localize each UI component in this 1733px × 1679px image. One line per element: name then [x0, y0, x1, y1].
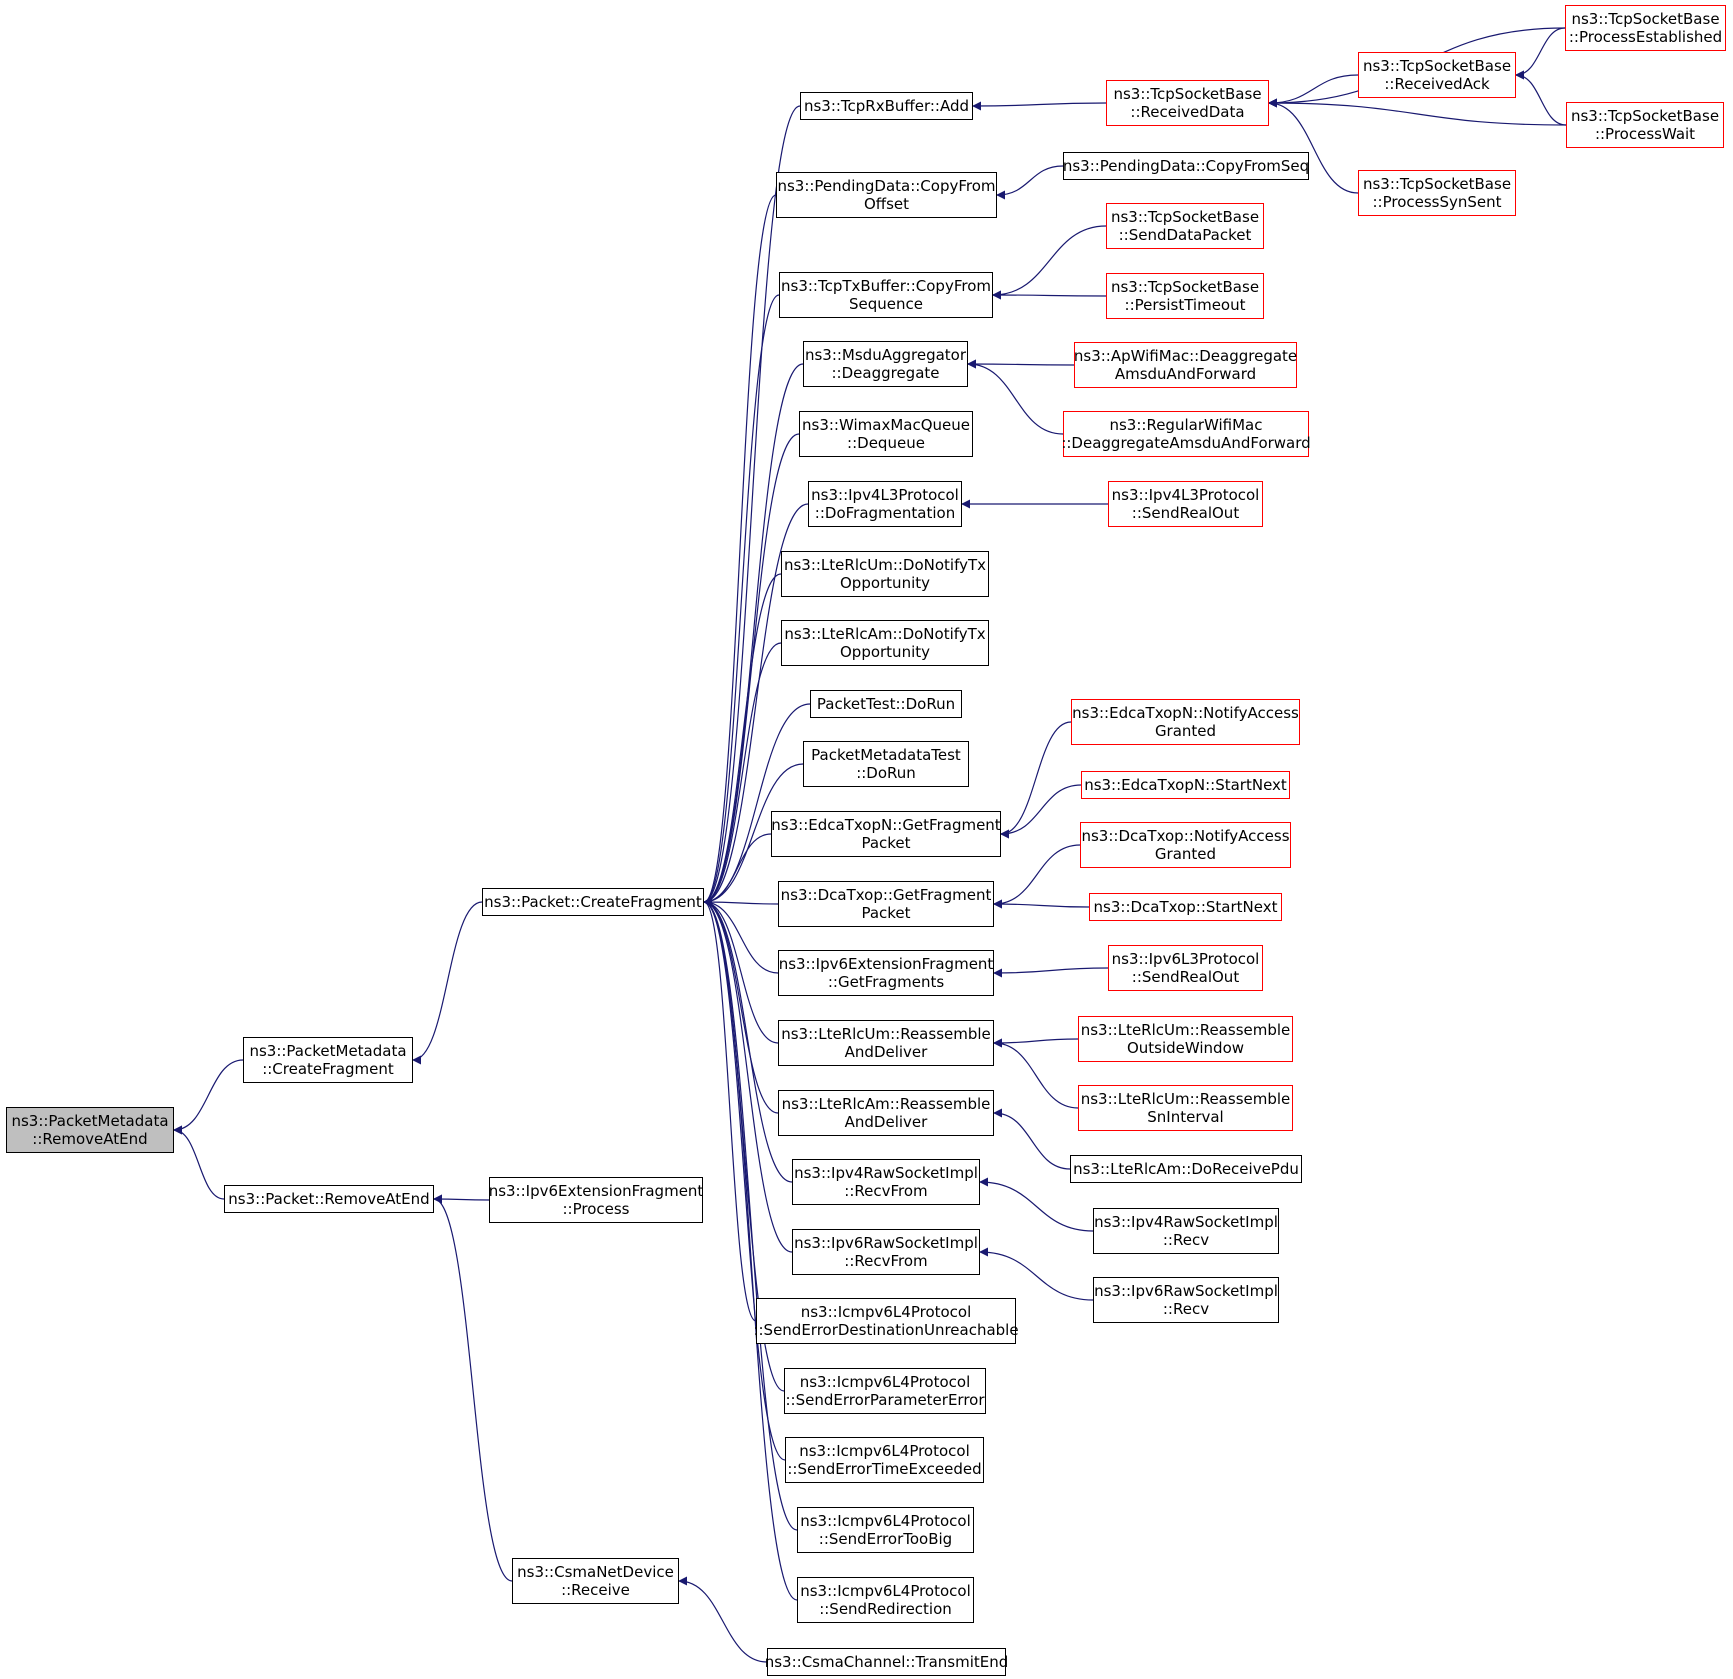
edge-ns3-apwifimac-deaggregate-amsduandforward-to-ns3-msduaggregator-deaggregate [967, 359, 1075, 369]
edge-ns3-icmpv6l4protocol-senderrordestinationunreachable-to-ns3-packet-createfragment [703, 897, 757, 1322]
node-ns3-lterlcam-doreceivepdu[interactable]: ns3::LteRlcAm::DoReceivePdu [1070, 1155, 1302, 1183]
edge-ns3-tcprxbuffer-add-to-ns3-packet-createfragment [703, 105, 801, 907]
edge-ns3-dcatxop-getfragment-packet-to-ns3-packet-createfragment [703, 897, 779, 907]
node-ns3-icmpv6l4protocol-senderrorparametererror[interactable]: ns3::Icmpv6L4Protocol ::SendErrorParamet… [784, 1368, 986, 1414]
node-ns3-lterlcam-reassemble-anddeliver[interactable]: ns3::LteRlcAm::Reassemble AndDeliver [778, 1090, 994, 1136]
edge-ns3-packet-createfragment-to-ns3-packetmetadata-createfragment [412, 901, 483, 1065]
edge-ns3-csmachannel-transmitend-to-ns3-csmanetdevice-receive [678, 1576, 768, 1663]
node-ns3-wimaxmacqueue-dequeue[interactable]: ns3::WimaxMacQueue ::Dequeue [799, 411, 973, 457]
edge-ns3-dcatxop-notifyaccess-granted-to-ns3-dcatxop-getfragment-packet [993, 844, 1081, 909]
node-ns3-regularwifimac-deaggregateamsduandforward[interactable]: ns3::RegularWifiMac ::DeaggregateAmsduAn… [1061, 411, 1311, 457]
node-ns3-icmpv6l4protocol-sendredirection[interactable]: ns3::Icmpv6L4Protocol ::SendRedirection [797, 1577, 974, 1623]
edge-ns3-lterlcum-reassemble-outsidewindow-to-ns3-lterlcum-reassemble-anddeliver [993, 1038, 1079, 1048]
edge-ns3-packet-removeatend-to-ns3-packetmetadata-removeatend [173, 1125, 225, 1200]
node-ns3-dcatxop-getfragment-packet[interactable]: ns3::DcaTxop::GetFragment Packet [778, 881, 994, 927]
node-ns3-lterlcum-donotifytx-opportunity[interactable]: ns3::LteRlcUm::DoNotifyTx Opportunity [781, 551, 989, 597]
edge-ns3-edcatxopn-getfragment-packet-to-ns3-packet-createfragment [703, 833, 772, 907]
node-ns3-ipv4rawsocketimpl-recv[interactable]: ns3::Ipv4RawSocketImpl ::Recv [1093, 1208, 1279, 1254]
node-ns3-dcatxop-startnext[interactable]: ns3::DcaTxop::StartNext [1089, 893, 1282, 921]
node-ns3-packet-createfragment[interactable]: ns3::Packet::CreateFragment [482, 888, 704, 916]
edge-ns3-icmpv6l4protocol-sendredirection-to-ns3-packet-createfragment [703, 897, 798, 1601]
edge-ns3-tcpsocketbase-processwait-to-ns3-tcpsocketbase-receivedack [1515, 70, 1567, 126]
node-ns3-ipv6extensionfragment-process[interactable]: ns3::Ipv6ExtensionFragment ::Process [489, 1177, 703, 1223]
node-ns3-lterlcam-donotifytx-opportunity[interactable]: ns3::LteRlcAm::DoNotifyTx Opportunity [781, 620, 989, 666]
edge-ns3-tcpsocketbase-persisttimeout-to-ns3-tcptxbuffer-copyfrom-sequence [992, 290, 1107, 300]
node-ns3-lterlcum-reassemble-sninterval[interactable]: ns3::LteRlcUm::Reassemble SnInterval [1078, 1085, 1293, 1131]
edge-ns3-tcpsocketbase-senddatapacket-to-ns3-tcptxbuffer-copyfrom-sequence [992, 225, 1107, 300]
edge-ns3-pendingdata-copyfromseq-to-ns3-pendingdata-copyfrom-offset [996, 165, 1064, 200]
node-ns3-ipv4l3protocol-dofragmentation[interactable]: ns3::Ipv4L3Protocol ::DoFragmentation [808, 481, 962, 527]
node-ns3-tcpsocketbase-receiveddata[interactable]: ns3::TcpSocketBase ::ReceivedData [1106, 80, 1269, 126]
edge-ns3-ipv4rawsocketimpl-recvfrom-to-ns3-packet-createfragment [703, 897, 793, 1183]
edge-ns3-ipv6l3protocol-sendrealout-to-ns3-ipv6extensionfragment-getfragments [993, 967, 1109, 978]
node-ns3-ipv6rawsocketimpl-recvfrom[interactable]: ns3::Ipv6RawSocketImpl ::RecvFrom [792, 1229, 980, 1275]
node-ns3-ipv6l3protocol-sendrealout[interactable]: ns3::Ipv6L3Protocol ::SendRealOut [1108, 945, 1263, 991]
node-ns3-pendingdata-copyfrom-offset[interactable]: ns3::PendingData::CopyFrom Offset [776, 172, 997, 218]
edge-ns3-lterlcum-reassemble-anddeliver-to-ns3-packet-createfragment [703, 897, 779, 1044]
node-ns3-csmachannel-transmitend[interactable]: ns3::CsmaChannel::TransmitEnd [765, 1648, 1008, 1676]
node-ns3-lterlcum-reassemble-anddeliver[interactable]: ns3::LteRlcUm::Reassemble AndDeliver [778, 1020, 994, 1066]
edge-ns3-lterlcum-reassemble-sninterval-to-ns3-lterlcum-reassemble-anddeliver [993, 1038, 1079, 1109]
node-ns3-packetmetadata-createfragment[interactable]: ns3::PacketMetadata ::CreateFragment [243, 1037, 413, 1083]
edge-ns3-tcpsocketbase-processwait-to-ns3-tcpsocketbase-receiveddata [1268, 98, 1567, 126]
edge-ns3-csmanetdevice-receive-to-ns3-packet-removeatend [433, 1194, 513, 1582]
edge-ns3-lterlcam-donotifytx-opportunity-to-ns3-packet-createfragment [703, 642, 782, 907]
node-ns3-lterlcum-reassemble-outsidewindow[interactable]: ns3::LteRlcUm::Reassemble OutsideWindow [1078, 1016, 1293, 1062]
node-ns3-pendingdata-copyfromseq[interactable]: ns3::PendingData::CopyFromSeq [1063, 152, 1309, 180]
node-ns3-icmpv6l4protocol-senderrortoobig[interactable]: ns3::Icmpv6L4Protocol ::SendErrorTooBig [797, 1507, 974, 1553]
edge-ns3-ipv4rawsocketimpl-recv-to-ns3-ipv4rawsocketimpl-recvfrom [979, 1177, 1094, 1232]
node-ns3-tcpsocketbase-receivedack[interactable]: ns3::TcpSocketBase ::ReceivedAck [1358, 52, 1516, 98]
edge-ns3-icmpv6l4protocol-senderrortimeexceeded-to-ns3-packet-createfragment [703, 897, 786, 1461]
node-ns3-tcprxbuffer-add[interactable]: ns3::TcpRxBuffer::Add [800, 92, 973, 120]
node-ns3-csmanetdevice-receive[interactable]: ns3::CsmaNetDevice ::Receive [512, 1558, 679, 1604]
edge-packetmetadatatest-dorun-to-ns3-packet-createfragment [703, 763, 804, 907]
edge-ns3-lterlcam-doreceivepdu-to-ns3-lterlcam-reassemble-anddeliver [993, 1108, 1071, 1170]
node-ns3-edcatxopn-getfragment-packet[interactable]: ns3::EdcaTxopN::GetFragment Packet [771, 811, 1001, 857]
node-ns3-ipv6extensionfragment-getfragments[interactable]: ns3::Ipv6ExtensionFragment ::GetFragment… [778, 950, 994, 996]
edge-ns3-tcpsocketbase-receiveddata-to-ns3-tcprxbuffer-add [972, 101, 1107, 111]
node-ns3-apwifimac-deaggregate-amsduandforward[interactable]: ns3::ApWifiMac::Deaggregate AmsduAndForw… [1074, 342, 1297, 388]
node-packetmetadatatest-dorun[interactable]: PacketMetadataTest ::DoRun [803, 741, 969, 787]
node-ns3-icmpv6l4protocol-senderrortimeexceeded[interactable]: ns3::Icmpv6L4Protocol ::SendErrorTimeExc… [785, 1437, 984, 1483]
node-ns3-msduaggregator-deaggregate[interactable]: ns3::MsduAggregator ::Deaggregate [803, 341, 968, 387]
node-ns3-edcatxopn-startnext[interactable]: ns3::EdcaTxopN::StartNext [1081, 771, 1290, 799]
node-ns3-ipv6rawsocketimpl-recv[interactable]: ns3::Ipv6RawSocketImpl ::Recv [1093, 1277, 1279, 1323]
node-ns3-dcatxop-notifyaccess-granted[interactable]: ns3::DcaTxop::NotifyAccess Granted [1080, 822, 1291, 868]
edge-ns3-tcpsocketbase-receivedack-to-ns3-tcpsocketbase-receiveddata [1268, 74, 1359, 108]
edge-ns3-ipv6rawsocketimpl-recv-to-ns3-ipv6rawsocketimpl-recvfrom [979, 1247, 1094, 1301]
node-ns3-tcpsocketbase-processestablished[interactable]: ns3::TcpSocketBase ::ProcessEstablished [1565, 5, 1726, 51]
node-ns3-packetmetadata-removeatend[interactable]: ns3::PacketMetadata ::RemoveAtEnd [6, 1107, 174, 1153]
node-ns3-ipv4rawsocketimpl-recvfrom[interactable]: ns3::Ipv4RawSocketImpl ::RecvFrom [792, 1159, 980, 1205]
node-ns3-icmpv6l4protocol-senderrordestinationunreachable[interactable]: ns3::Icmpv6L4Protocol ::SendErrorDestina… [753, 1298, 1019, 1344]
edge-ns3-ipv6rawsocketimpl-recvfrom-to-ns3-packet-createfragment [703, 897, 793, 1253]
node-ns3-tcpsocketbase-processwait[interactable]: ns3::TcpSocketBase ::ProcessWait [1566, 102, 1724, 148]
node-ns3-edcatxopn-notifyaccess-granted[interactable]: ns3::EdcaTxopN::NotifyAccess Granted [1071, 699, 1300, 745]
edge-ns3-pendingdata-copyfrom-offset-to-ns3-packet-createfragment [703, 194, 777, 907]
node-ns3-packet-removeatend[interactable]: ns3::Packet::RemoveAtEnd [224, 1185, 434, 1213]
edge-ns3-icmpv6l4protocol-senderrortoobig-to-ns3-packet-createfragment [703, 897, 798, 1531]
edge-ns3-edcatxopn-startnext-to-ns3-edcatxopn-getfragment-packet [1000, 784, 1082, 839]
edge-ns3-lterlcum-donotifytx-opportunity-to-ns3-packet-createfragment [703, 573, 782, 907]
edge-ns3-edcatxopn-notifyaccess-granted-to-ns3-edcatxopn-getfragment-packet [1000, 721, 1072, 839]
node-ns3-tcptxbuffer-copyfrom-sequence[interactable]: ns3::TcpTxBuffer::CopyFrom Sequence [779, 272, 993, 318]
edge-ns3-packetmetadata-createfragment-to-ns3-packetmetadata-removeatend [173, 1059, 244, 1135]
node-ns3-tcpsocketbase-persisttimeout[interactable]: ns3::TcpSocketBase ::PersistTimeout [1106, 273, 1264, 319]
node-ns3-ipv4l3protocol-sendrealout[interactable]: ns3::Ipv4L3Protocol ::SendRealOut [1108, 481, 1263, 527]
edge-ns3-regularwifimac-deaggregateamsduandforward-to-ns3-msduaggregator-deaggregate [967, 359, 1064, 435]
node-ns3-tcpsocketbase-processsynsent[interactable]: ns3::TcpSocketBase ::ProcessSynSent [1358, 170, 1516, 216]
node-ns3-tcpsocketbase-senddatapacket[interactable]: ns3::TcpSocketBase ::SendDataPacket [1106, 203, 1264, 249]
edge-ns3-dcatxop-startnext-to-ns3-dcatxop-getfragment-packet [993, 899, 1090, 909]
edge-ns3-tcpsocketbase-processsynsent-to-ns3-tcpsocketbase-receiveddata [1268, 98, 1359, 194]
node-packettest-dorun[interactable]: PacketTest::DoRun [810, 690, 962, 718]
edge-ns3-tcptxbuffer-copyfrom-sequence-to-ns3-packet-createfragment [703, 294, 780, 907]
edge-ns3-ipv6extensionfragment-getfragments-to-ns3-packet-createfragment [703, 897, 779, 974]
edge-ns3-ipv4l3protocol-dofragmentation-to-ns3-packet-createfragment [703, 503, 809, 907]
